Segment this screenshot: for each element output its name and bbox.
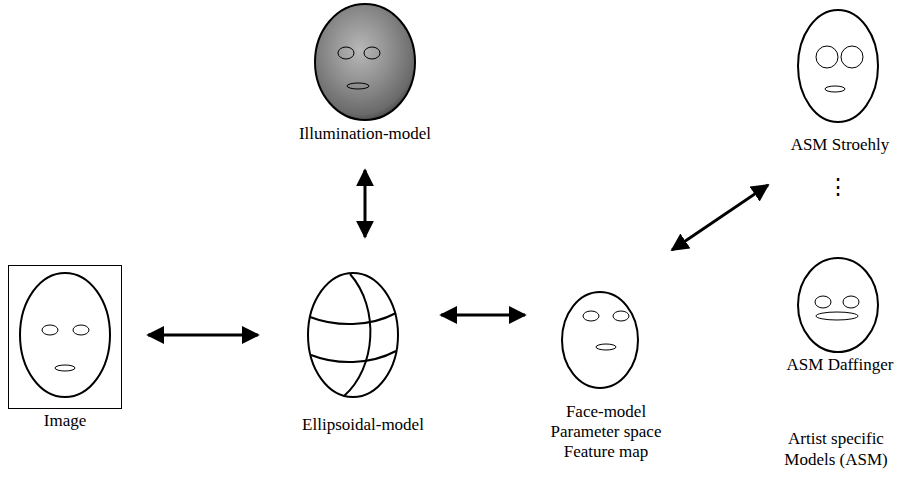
- double-arrow: [364, 170, 367, 237]
- node-caption: Face-model Parameter space Feature map: [551, 402, 662, 461]
- caption-block: ASM Daffinger: [780, 354, 900, 376]
- ellipsis-mark: ⋮: [818, 176, 858, 197]
- double-arrow: [148, 334, 258, 337]
- node-caption: Image: [44, 411, 86, 430]
- model-node: Illumination-model: [270, 0, 460, 148]
- face-illustration: [8, 265, 122, 435]
- model-node: ASM Stroehly: [780, 6, 900, 176]
- face-illustration: [288, 270, 438, 440]
- caption-block: Illumination-model: [270, 124, 460, 144]
- model-node: Image: [8, 265, 122, 435]
- double-arrow: [441, 314, 525, 317]
- model-node: Ellipsoidal-model: [288, 270, 438, 440]
- face-illustration: [780, 256, 900, 401]
- model-node: Face-model Parameter space Feature map: [531, 290, 681, 465]
- caption-block: Image: [8, 411, 122, 431]
- caption-block: Ellipsoidal-model: [288, 415, 438, 435]
- node-caption: Illumination-model: [299, 124, 431, 143]
- caption-block: Face-model Parameter space Feature map: [531, 402, 681, 462]
- node-caption: ASM Daffinger: [787, 355, 894, 374]
- model-node: ASM Daffinger: [780, 256, 900, 401]
- node-caption: ASM Stroehly: [791, 135, 890, 154]
- group-caption: Artist specific Models (ASM): [768, 428, 904, 470]
- node-caption: Ellipsoidal-model: [302, 415, 424, 434]
- double-arrow: [672, 185, 768, 250]
- caption-block: ASM Stroehly: [780, 134, 900, 156]
